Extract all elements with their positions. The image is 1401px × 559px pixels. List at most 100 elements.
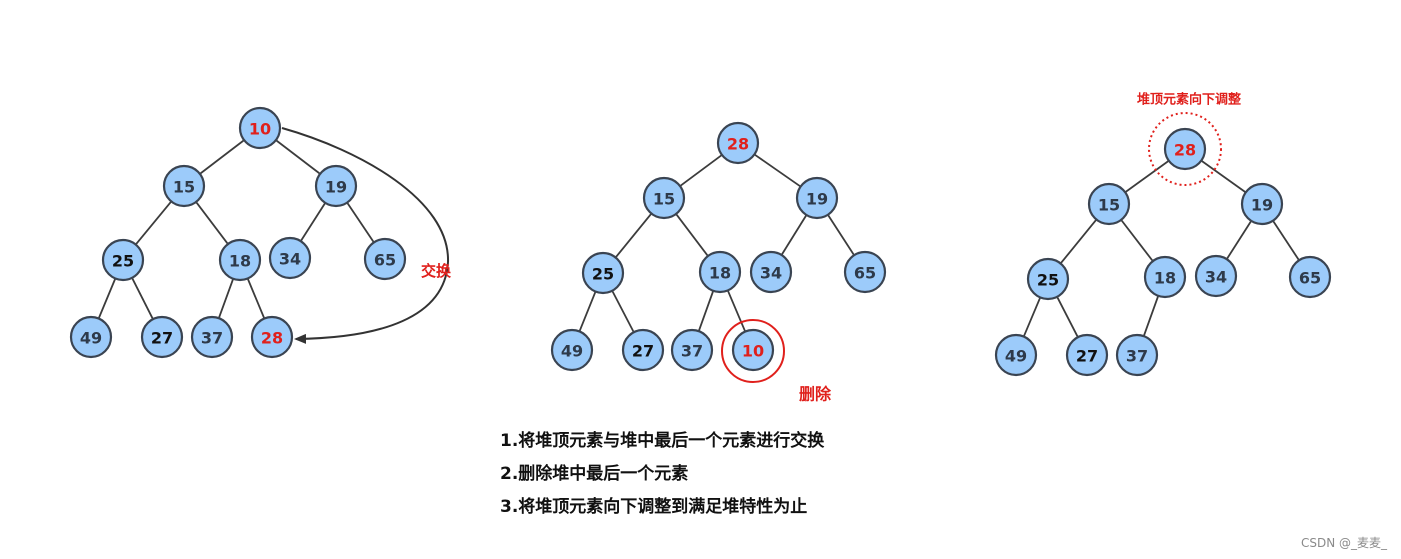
node-value: 15 bbox=[1098, 196, 1120, 215]
delete-label: 删除 bbox=[799, 385, 832, 404]
node-circle bbox=[250, 315, 294, 359]
tree-edge bbox=[300, 202, 326, 242]
tree-edge bbox=[1272, 220, 1300, 261]
node-circle bbox=[749, 250, 793, 294]
node-circle bbox=[731, 328, 775, 372]
tree-edge bbox=[679, 154, 723, 187]
heap-node-25: 25 bbox=[581, 251, 625, 295]
node-circle bbox=[1065, 333, 1109, 377]
node-value: 15 bbox=[653, 190, 675, 209]
heap-node-37: 37 bbox=[190, 315, 234, 359]
heap-node-37: 37 bbox=[1115, 333, 1159, 377]
node-circle bbox=[1240, 182, 1284, 226]
node-value: 49 bbox=[1005, 347, 1027, 366]
node-value: 25 bbox=[112, 252, 134, 271]
heap-node-10: 10 bbox=[731, 328, 775, 372]
node-value: 18 bbox=[709, 264, 731, 283]
tree-edge bbox=[780, 214, 808, 256]
tree-edge bbox=[97, 278, 117, 319]
swap-arrow bbox=[281, 127, 450, 344]
node-circle bbox=[363, 237, 407, 281]
heap-node-34: 34 bbox=[268, 236, 312, 280]
tree-edge bbox=[611, 290, 635, 333]
heap-node-37: 37 bbox=[670, 328, 714, 372]
tree-edge bbox=[195, 201, 229, 245]
tree-edge bbox=[614, 212, 653, 259]
tree-edge bbox=[1200, 159, 1247, 194]
node-value: 65 bbox=[1299, 269, 1321, 288]
heap-node-25: 25 bbox=[1026, 257, 1070, 301]
tree-edge bbox=[346, 202, 375, 243]
swap-label: 交换 bbox=[421, 262, 452, 280]
node-value: 10 bbox=[742, 342, 764, 361]
node-value: 18 bbox=[1154, 269, 1176, 288]
heap-node-65: 65 bbox=[1288, 255, 1332, 299]
node-value: 49 bbox=[561, 342, 583, 361]
node-value: 19 bbox=[325, 178, 347, 197]
node-circle bbox=[69, 315, 113, 359]
delete-highlight-ring bbox=[721, 319, 785, 383]
node-value: 25 bbox=[592, 265, 614, 284]
node-circle bbox=[268, 236, 312, 280]
node-value: 27 bbox=[1076, 347, 1098, 366]
heap-node-18: 18 bbox=[698, 250, 742, 294]
heap-node-19: 19 bbox=[314, 164, 358, 208]
tree-edge bbox=[275, 139, 321, 175]
heap-node-25: 25 bbox=[101, 238, 145, 282]
node-value: 10 bbox=[249, 120, 271, 139]
heap-node-34: 34 bbox=[1194, 254, 1238, 298]
node-circle bbox=[1115, 333, 1159, 377]
node-value: 28 bbox=[261, 329, 283, 348]
heap-node-28: 28 bbox=[250, 315, 294, 359]
node-value: 65 bbox=[374, 251, 396, 270]
node-circle bbox=[190, 315, 234, 359]
node-value: 27 bbox=[151, 329, 173, 348]
node-circle bbox=[1163, 127, 1207, 171]
node-value: 65 bbox=[854, 264, 876, 283]
heap-node-19: 19 bbox=[1240, 182, 1284, 226]
heap-node-27: 27 bbox=[621, 328, 665, 372]
heap-node-28: 28 bbox=[1163, 127, 1207, 171]
tree-edge bbox=[578, 291, 597, 332]
node-circle bbox=[1026, 257, 1070, 301]
node-value: 37 bbox=[201, 329, 223, 348]
node-value: 25 bbox=[1037, 271, 1059, 290]
heap-node-34: 34 bbox=[749, 250, 793, 294]
node-circle bbox=[550, 328, 594, 372]
tree-edge bbox=[1142, 295, 1160, 337]
heap-node-18: 18 bbox=[218, 238, 262, 282]
step-2: 2.删除堆中最后一个元素 bbox=[500, 464, 689, 484]
heap-node-28: 28 bbox=[716, 121, 760, 165]
heap-node-15: 15 bbox=[1087, 182, 1131, 226]
tree-edge bbox=[199, 139, 245, 175]
node-circle bbox=[795, 176, 839, 220]
node-circle bbox=[238, 106, 282, 150]
sift-down-label: 堆顶元素向下调整 bbox=[1137, 92, 1242, 108]
heap-node-27: 27 bbox=[140, 315, 184, 359]
node-circle bbox=[1194, 254, 1238, 298]
node-circle bbox=[1143, 255, 1187, 299]
node-circle bbox=[670, 328, 714, 372]
node-value: 37 bbox=[681, 342, 703, 361]
node-value: 27 bbox=[632, 342, 654, 361]
tree-edge bbox=[246, 278, 266, 319]
tree-edge bbox=[675, 213, 709, 257]
node-value: 19 bbox=[806, 190, 828, 209]
step-1: 1.将堆顶元素与堆中最后一个元素进行交换 bbox=[500, 431, 825, 451]
heap-node-10: 10 bbox=[238, 106, 282, 150]
node-circle bbox=[621, 328, 665, 372]
node-value: 28 bbox=[727, 135, 749, 154]
tree-edge bbox=[697, 290, 715, 332]
heap-node-15: 15 bbox=[642, 176, 686, 220]
tree-edge bbox=[131, 277, 154, 320]
node-circle bbox=[581, 251, 625, 295]
heap-tree-sift-down: 28 15 19 25 18 34 65 49 27 37 bbox=[994, 127, 1332, 377]
tree-edge bbox=[1059, 218, 1098, 265]
tree-edge bbox=[753, 153, 802, 188]
node-value: 28 bbox=[1174, 141, 1196, 160]
tree-edge bbox=[1226, 220, 1252, 260]
node-circle bbox=[314, 164, 358, 208]
node-value: 18 bbox=[229, 252, 251, 271]
steps-list: 1.将堆顶元素与堆中最后一个元素进行交换 2.删除堆中最后一个元素 3.将堆顶元… bbox=[500, 426, 824, 525]
